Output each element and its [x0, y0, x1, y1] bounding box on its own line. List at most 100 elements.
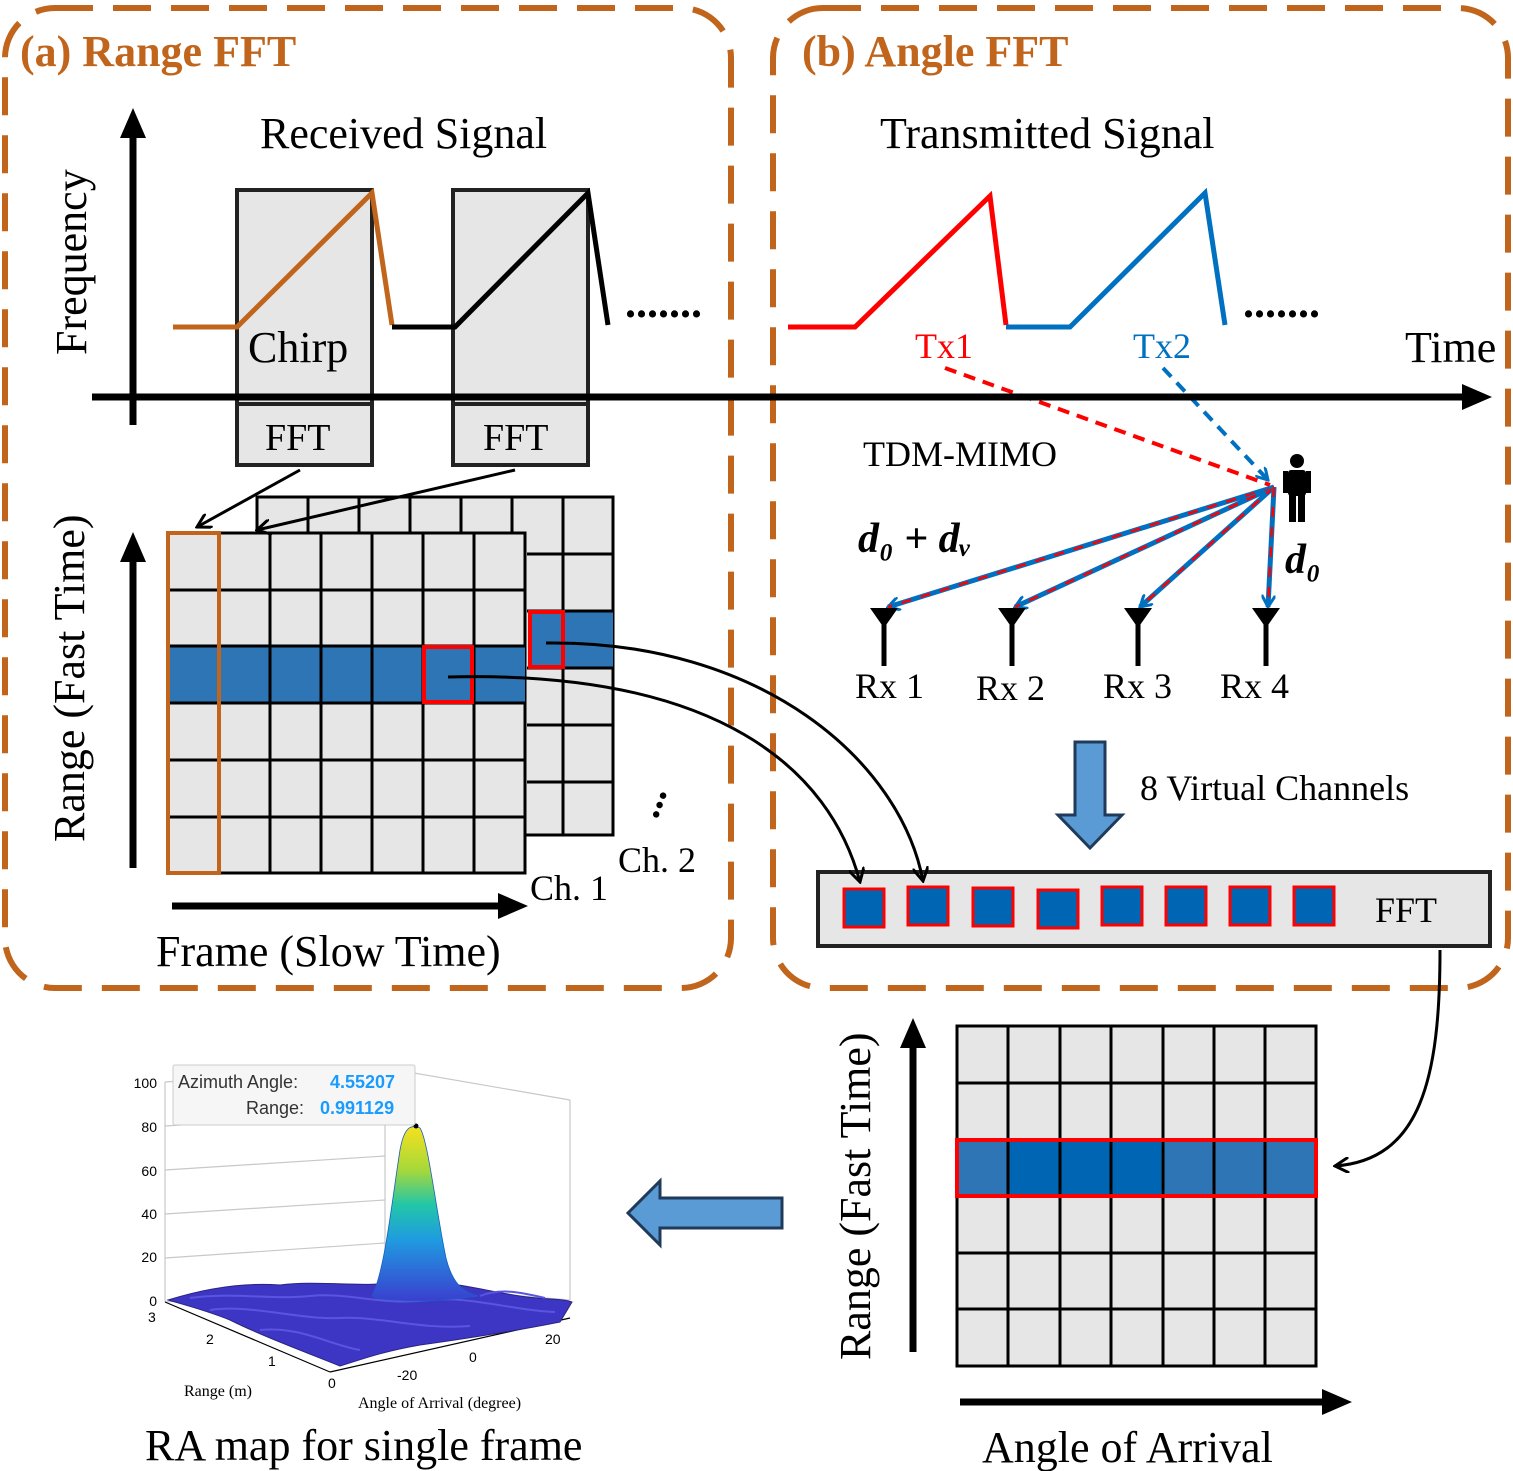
channel-2-selected-cell — [528, 610, 565, 669]
tx2-path — [1161, 366, 1268, 480]
virtual-channels-arrow — [1054, 740, 1126, 851]
frequency-axis-arrowhead — [120, 108, 146, 138]
range-axis-arrowhead — [120, 532, 146, 562]
path-length-d0-dv: d₀ + dᵥ — [858, 516, 971, 562]
channel-2-label: Ch. 2 — [618, 840, 696, 880]
fft-label-1: FFT — [265, 417, 330, 459]
datatip-azimuth-value: 4.55207 — [330, 1072, 395, 1092]
path-length-d0: d₀ — [1285, 537, 1321, 583]
transmitted-signal-label: Transmitted Signal — [880, 109, 1215, 158]
channel-1-grid — [166, 531, 527, 875]
datatip-range-value: 0.991129 — [320, 1098, 394, 1118]
rx-1-label: Rx 1 — [855, 666, 924, 706]
virtual-channels-label: 8 Virtual Channels — [1140, 768, 1409, 808]
rx-antenna-1 — [870, 608, 898, 666]
ra-range-axis-label: Range (Fast Time) — [831, 1032, 880, 1360]
z-tick-40: 40 — [141, 1206, 157, 1222]
received-signal-label: Received Signal — [260, 109, 547, 158]
chirp-box-2 — [451, 188, 590, 467]
fft-label-2: FFT — [483, 417, 548, 459]
frequency-axis-label: Frequency — [47, 169, 96, 355]
virtual-channel-7 — [1228, 885, 1272, 927]
ra-surface-peak — [371, 1126, 479, 1302]
z-tick-80: 80 — [141, 1119, 157, 1135]
virtual-channel-5 — [1100, 885, 1144, 927]
datatip-box — [172, 1064, 416, 1126]
ra-map-angle-axis-label: Angle of Arrival (degree) — [358, 1395, 521, 1412]
tx2-chirp — [1006, 187, 1228, 330]
range-tick-3: 3 — [148, 1309, 156, 1325]
panel-angle-fft: (b) Angle FFT Transmitted Signal .......… — [770, 5, 1511, 991]
range-column-highlight — [166, 531, 221, 875]
tx-continuation-dots: ....... — [1243, 278, 1320, 327]
panel-a-border — [2, 5, 734, 991]
fft-to-grid-arrow-2 — [257, 468, 516, 530]
panel-a-title: (a) Range FFT — [20, 27, 296, 76]
z-tick-0: 0 — [149, 1293, 157, 1309]
range-tick-1: 1 — [268, 1353, 276, 1369]
rx-antenna-2 — [998, 608, 1026, 666]
ra-angle-axis-label: Angle of Arrival — [982, 1423, 1273, 1471]
ra-highlight-row-border — [955, 1138, 1318, 1198]
channel-1-selected-cell — [422, 645, 474, 704]
range-tick-0: 0 — [328, 1375, 336, 1391]
frame-axis-arrowhead — [498, 893, 528, 919]
virtual-channel-1 — [842, 887, 886, 929]
tdm-mimo-label: TDM-MIMO — [863, 434, 1057, 474]
z-tick-100: 100 — [134, 1075, 158, 1091]
angle-tick-20: 20 — [545, 1331, 561, 1347]
datatip-azimuth-label: Azimuth Angle: — [178, 1072, 298, 1092]
fft-to-ra-grid-arrow — [1335, 949, 1442, 1166]
received-chirp-1 — [173, 187, 395, 330]
ra-range-axis-arrowhead — [900, 1018, 926, 1048]
rx-antenna-3 — [1124, 608, 1152, 666]
angle-tick-neg20: -20 — [397, 1367, 417, 1383]
virtual-channel-4 — [1036, 888, 1080, 930]
panel-range-fft: (a) Range FFT Received Signal Frequency … — [2, 5, 734, 991]
channel-2-to-virtual-arrow — [545, 641, 923, 881]
channel-continuation-dots: ... — [623, 779, 676, 823]
time-axis-arrowhead — [1462, 384, 1492, 410]
rx-3-label: Rx 3 — [1103, 666, 1172, 706]
rx-4-label: Rx 4 — [1220, 666, 1289, 706]
angle-fft-label: FFT — [1375, 890, 1437, 930]
range-tick-2: 2 — [206, 1331, 214, 1347]
received-chirp-2 — [392, 187, 611, 330]
time-axis-label: Time — [1405, 323, 1496, 372]
ra-map-plot: 100 80 60 40 20 0 Azimuth Angle: 4.55207… — [134, 1064, 582, 1470]
rx-2-label: Rx 2 — [976, 668, 1045, 708]
channel-1-label: Ch. 1 — [530, 868, 608, 908]
reflected-paths — [888, 484, 1277, 607]
tx1-label: Tx1 — [915, 326, 973, 366]
ra-map-range-axis-label: Range (m) — [184, 1383, 252, 1400]
ra-grid-panel: Range (Fast Time) Angle of Arrival — [831, 1018, 1352, 1471]
tx1-path — [944, 366, 1271, 487]
panel-b-border — [770, 5, 1511, 991]
ra-surface-floor — [166, 1280, 573, 1367]
virtual-channel-8 — [1292, 885, 1336, 927]
virtual-channel-2 — [906, 885, 950, 927]
virtual-channel-3 — [971, 886, 1015, 928]
channel-1-to-virtual-arrow — [447, 675, 860, 882]
tx2-label: Tx2 — [1133, 326, 1191, 366]
ra-surface-ridges — [189, 1290, 556, 1351]
ra-angle-axis-arrowhead — [1322, 1389, 1352, 1415]
rx-antenna-4 — [1252, 608, 1280, 666]
z-tick-60: 60 — [141, 1163, 157, 1179]
virtual-channel-cells — [842, 885, 1336, 930]
chirp-label: Chirp — [248, 323, 348, 372]
datatip-range-label: Range: — [246, 1098, 304, 1118]
panel-b-title: (b) Angle FFT — [802, 27, 1068, 76]
ra-map-caption: RA map for single frame — [145, 1421, 582, 1470]
angle-tick-0: 0 — [469, 1349, 477, 1365]
range-axis-label: Range (Fast Time) — [45, 514, 94, 842]
chirp-continuation-dots: ....... — [625, 278, 702, 327]
fft-to-grid-arrow-1 — [197, 468, 301, 527]
person-icon — [1283, 454, 1311, 522]
ra-map-arrow — [625, 1177, 784, 1249]
tx1-chirp — [788, 190, 1009, 330]
virtual-channel-6 — [1164, 885, 1208, 927]
z-tick-20: 20 — [141, 1249, 157, 1265]
frame-axis-label: Frame (Slow Time) — [156, 927, 501, 976]
